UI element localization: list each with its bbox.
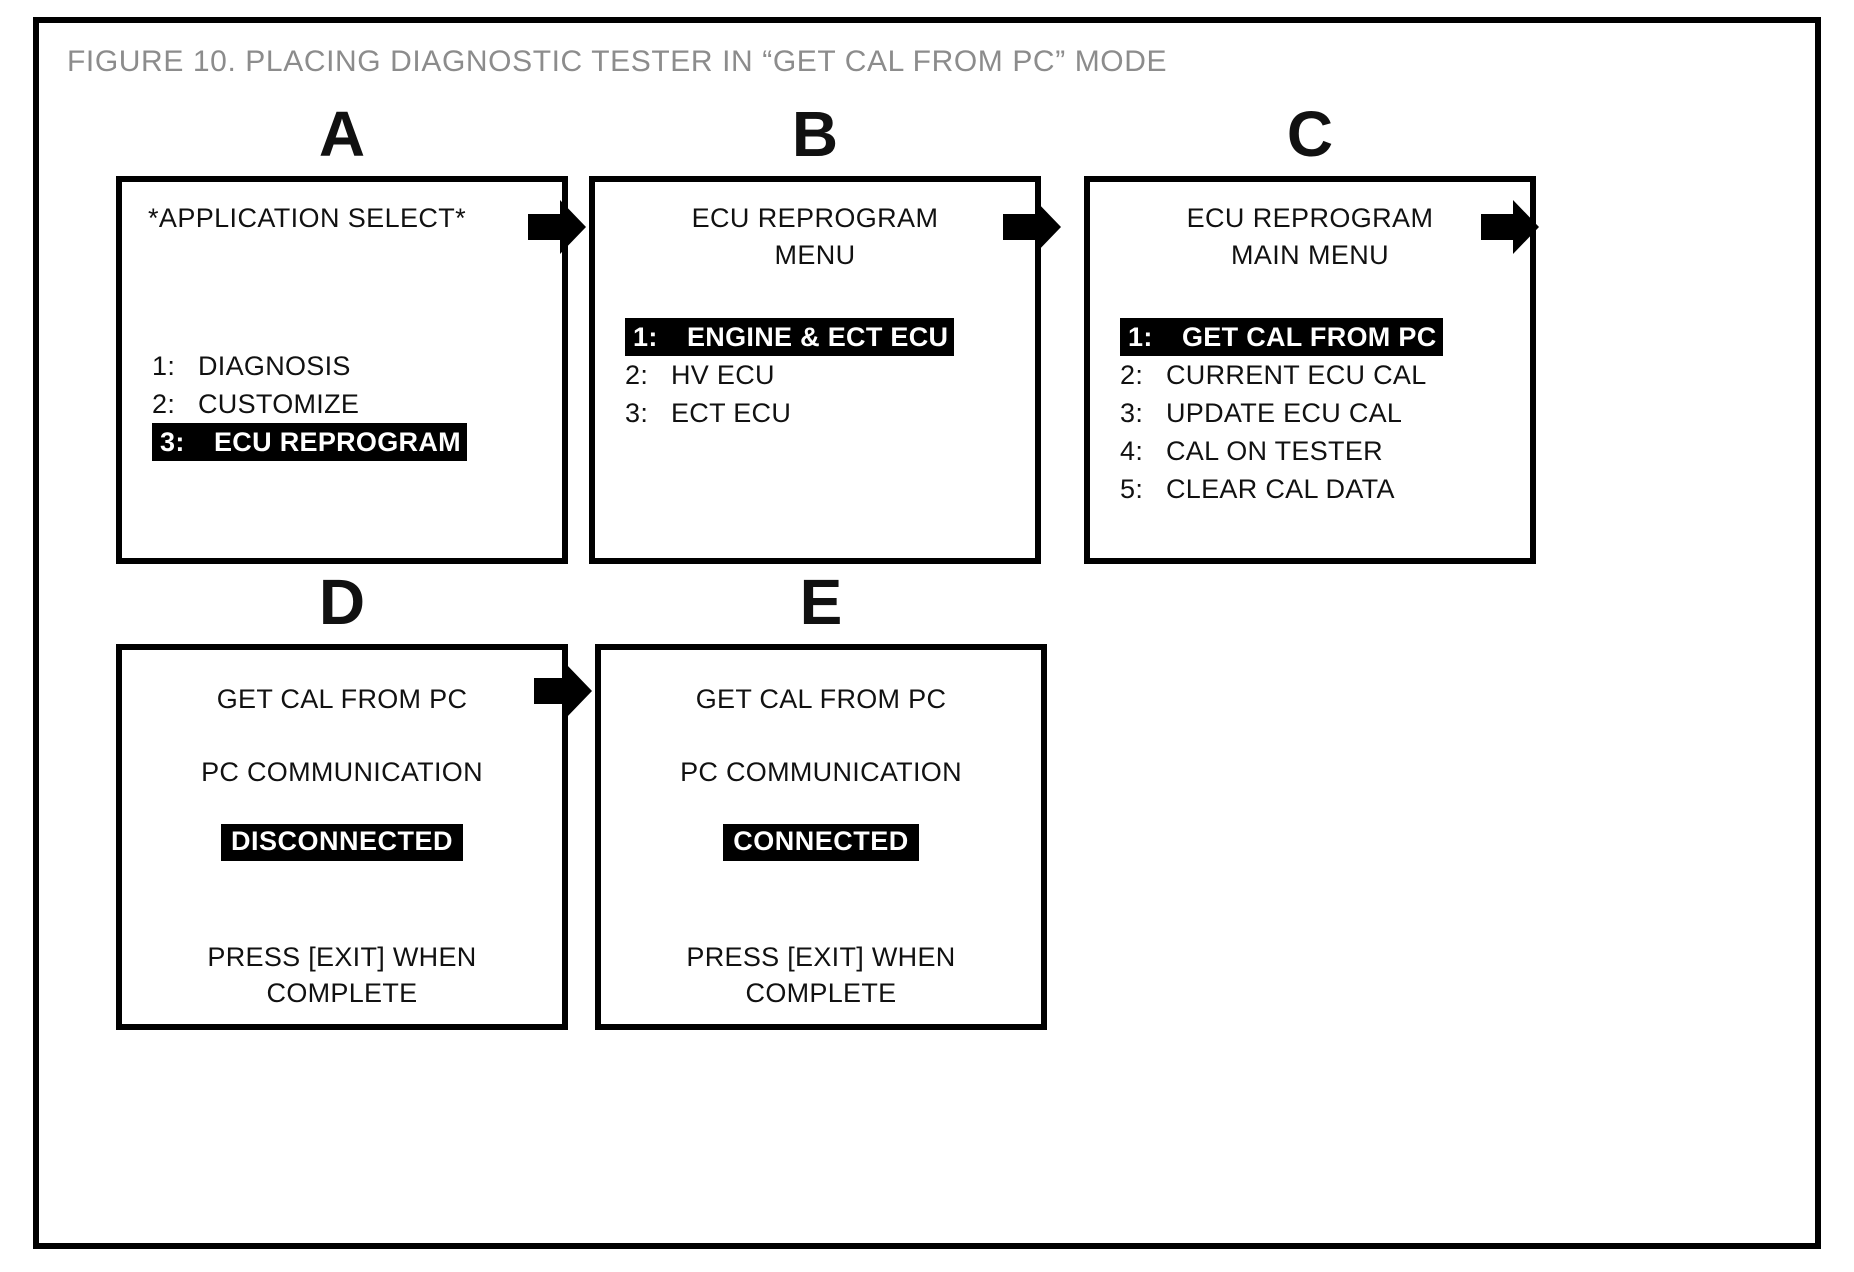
panel-a-item-3-label: ECU REPROGRAM: [214, 427, 461, 457]
arrow-a-to-b: [526, 196, 588, 258]
panel-c-item-5[interactable]: 5: CLEAR CAL DATA: [1120, 470, 1510, 508]
panel-b-item-1-index: 1:: [633, 322, 658, 352]
panel-d-line-1: GET CAL FROM PC: [216, 684, 468, 714]
panel-e: E GET CAL FROM PC PC COMMUNICATION CONNE…: [595, 570, 1047, 1030]
panel-d-footer: PRESS [EXIT] WHEN COMPLETE: [140, 939, 544, 1011]
arrow-d-to-e: [532, 660, 594, 722]
panel-c-item-1[interactable]: 1: GET CAL FROM PC: [1120, 318, 1443, 356]
panel-a: A *APPLICATION SELECT* 1: DIAGNOSIS 2: C…: [116, 102, 568, 564]
panel-b-item-3-index: 3:: [625, 398, 649, 428]
panel-c: C ECU REPROGRAM MAIN MENU 1: GET CAL FRO…: [1084, 102, 1536, 564]
panel-d-letter: D: [318, 566, 366, 638]
panel-a-title: *APPLICATION SELECT*: [142, 200, 542, 237]
panel-a-item-3[interactable]: 3: ECU REPROGRAM: [152, 423, 467, 461]
panel-c-item-3[interactable]: 3: UPDATE ECU CAL: [1120, 394, 1510, 432]
panel-b-item-1[interactable]: 1: ENGINE & ECT ECU: [625, 318, 955, 356]
panel-c-item-5-index: 5:: [1120, 474, 1144, 504]
panel-e-status-badge: CONNECTED: [723, 824, 919, 861]
arrow-c-to-d: [1479, 196, 1541, 258]
panel-d: D GET CAL FROM PC PC COMMUNICATION DISCO…: [116, 570, 568, 1030]
panel-c-item-2[interactable]: 2: CURRENT ECU CAL: [1120, 356, 1510, 394]
panel-d-screen: GET CAL FROM PC PC COMMUNICATION DISCONN…: [116, 644, 568, 1030]
panel-c-item-4-label: CAL ON TESTER: [1166, 436, 1383, 466]
panel-b: B ECU REPROGRAM MENU 1: ENGINE & ECT ECU…: [589, 102, 1041, 564]
panel-e-letter: E: [799, 566, 843, 638]
panel-e-footer-line-1: PRESS [EXIT] WHEN: [686, 942, 956, 972]
panel-b-title-line-1: ECU REPROGRAM: [691, 203, 939, 233]
panel-e-line-1: GET CAL FROM PC: [695, 684, 947, 714]
panel-a-item-1-label: DIAGNOSIS: [198, 351, 351, 381]
panel-b-letter: B: [791, 98, 839, 170]
panel-e-screen: GET CAL FROM PC PC COMMUNICATION CONNECT…: [595, 644, 1047, 1030]
panel-c-item-3-label: UPDATE ECU CAL: [1166, 398, 1403, 428]
panel-b-item-1-label: ENGINE & ECT ECU: [687, 322, 949, 352]
panel-b-menu: 1: ENGINE & ECT ECU 2: HV ECU 3: ECT ECU: [615, 318, 1015, 432]
panel-c-title-line-2: MAIN MENU: [1230, 240, 1390, 270]
figure-frame: FIGURE 10. PLACING DIAGNOSTIC TESTER IN …: [33, 17, 1821, 1249]
panel-b-item-2-index: 2:: [625, 360, 649, 390]
panel-c-item-4[interactable]: 4: CAL ON TESTER: [1120, 432, 1510, 470]
panel-c-screen: ECU REPROGRAM MAIN MENU 1: GET CAL FROM …: [1084, 176, 1536, 564]
panel-c-letter: C: [1286, 98, 1334, 170]
panel-b-item-3-label: ECT ECU: [671, 398, 792, 428]
panel-c-item-2-index: 2:: [1120, 360, 1144, 390]
panel-e-line-2: PC COMMUNICATION: [680, 757, 962, 787]
panel-b-title: ECU REPROGRAM MENU: [615, 200, 1015, 274]
panel-a-item-3-index: 3:: [160, 427, 185, 457]
panel-d-status-badge: DISCONNECTED: [220, 824, 463, 861]
panel-d-footer-line-1: PRESS [EXIT] WHEN: [207, 942, 477, 972]
panel-a-title-line-1: *APPLICATION SELECT*: [148, 203, 467, 233]
panel-e-badge-row: CONNECTED: [619, 824, 1023, 861]
panel-d-badge-row: DISCONNECTED: [140, 824, 544, 861]
panel-a-item-1[interactable]: 1: DIAGNOSIS: [152, 347, 542, 385]
panel-c-item-4-index: 4:: [1120, 436, 1144, 466]
panel-c-title: ECU REPROGRAM MAIN MENU: [1110, 200, 1510, 274]
panel-a-item-2-label: CUSTOMIZE: [198, 389, 360, 419]
panel-b-item-2[interactable]: 2: HV ECU: [625, 356, 1015, 394]
panel-d-footer-line-2: COMPLETE: [266, 978, 418, 1008]
panel-b-item-3[interactable]: 3: ECT ECU: [625, 394, 1015, 432]
panel-a-screen: *APPLICATION SELECT* 1: DIAGNOSIS 2: CUS…: [116, 176, 568, 564]
panel-c-menu: 1: GET CAL FROM PC 2: CURRENT ECU CAL 3:…: [1110, 318, 1510, 508]
panel-c-item-1-index: 1:: [1128, 322, 1153, 352]
panel-c-item-1-label: GET CAL FROM PC: [1182, 322, 1437, 352]
panel-c-item-5-label: CLEAR CAL DATA: [1166, 474, 1395, 504]
panel-c-item-3-index: 3:: [1120, 398, 1144, 428]
panel-a-item-2-index: 2:: [152, 389, 176, 419]
panel-b-screen: ECU REPROGRAM MENU 1: ENGINE & ECT ECU 2…: [589, 176, 1041, 564]
panel-d-line-2: PC COMMUNICATION: [201, 757, 483, 787]
panel-b-title-line-2: MENU: [774, 240, 856, 270]
panel-c-title-line-1: ECU REPROGRAM: [1186, 203, 1434, 233]
panel-b-item-2-label: HV ECU: [671, 360, 775, 390]
panel-e-footer: PRESS [EXIT] WHEN COMPLETE: [619, 939, 1023, 1011]
panel-a-item-2[interactable]: 2: CUSTOMIZE: [152, 385, 542, 423]
panel-a-menu: 1: DIAGNOSIS 2: CUSTOMIZE 3: ECU REPROGR…: [142, 347, 542, 461]
arrow-b-to-c: [1001, 196, 1063, 258]
panel-a-letter: A: [318, 98, 366, 170]
figure-caption: FIGURE 10. PLACING DIAGNOSTIC TESTER IN …: [67, 45, 1168, 78]
panel-c-item-2-label: CURRENT ECU CAL: [1166, 360, 1427, 390]
panel-a-item-1-index: 1:: [152, 351, 176, 381]
panel-e-footer-line-2: COMPLETE: [745, 978, 897, 1008]
